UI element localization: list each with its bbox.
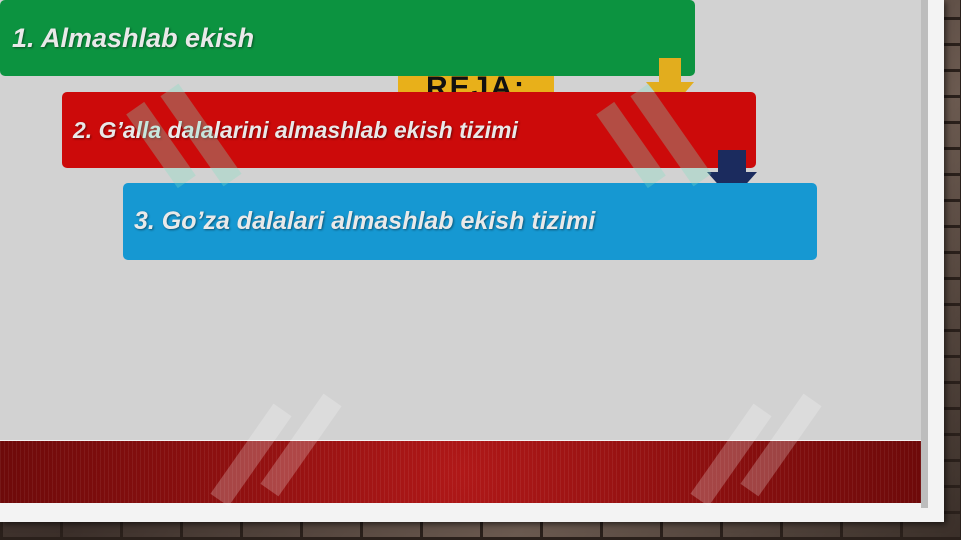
list-item-3-label: 3. Go’za dalalari almashlab ekish tizimi — [134, 207, 596, 235]
list-item-3: 3. Go’za dalalari almashlab ekish tizimi — [123, 183, 817, 260]
arrow-down-icon — [707, 150, 757, 200]
list-item-2-label: 2. G’alla dalalarini almashlab ekish tiz… — [73, 116, 518, 143]
list-item-1: 1. Almashlab ekish — [0, 0, 695, 76]
list-item-1-label: 1. Almashlab ekish — [12, 22, 255, 53]
footer-band — [0, 441, 921, 503]
arrow-down-icon — [646, 58, 694, 110]
slide-edge-strip — [921, 0, 928, 508]
list-item-2: 2. G’alla dalalarini almashlab ekish tiz… — [62, 92, 756, 168]
presentation-slide: REJA: 1. Almashlab ekish 2. G’alla dalal… — [0, 0, 944, 522]
